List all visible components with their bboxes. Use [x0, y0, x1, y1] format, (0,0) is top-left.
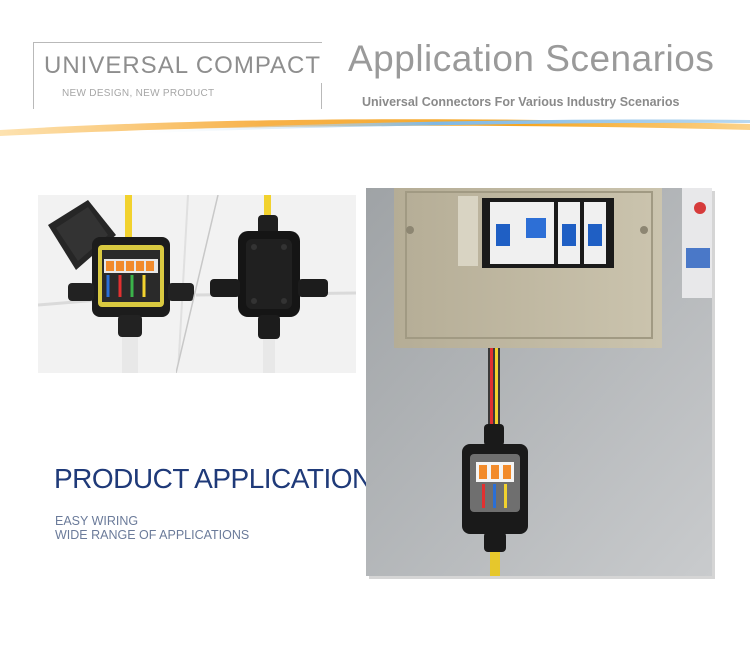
- section-heading: PRODUCT APPLICATION: [54, 463, 372, 494]
- page-subtitle: Universal Connectors For Various Industr…: [362, 95, 680, 109]
- photo-distribution-box-installation: [366, 188, 712, 576]
- brand-frame: [33, 42, 322, 109]
- photo-closed-junction-box: [176, 195, 356, 373]
- decorative-swoosh: [0, 119, 750, 136]
- brand-title: UNIVERSAL COMPACT: [44, 52, 322, 79]
- feature-item: EASY WIRING: [55, 514, 139, 528]
- page-title: Application Scenarios: [348, 38, 715, 79]
- brand-subtitle: NEW DESIGN, NEW PRODUCT: [62, 88, 215, 99]
- photo-open-junction-box: [38, 195, 220, 373]
- feature-item: WIDE RANGE OF APPLICATIONS: [55, 528, 250, 542]
